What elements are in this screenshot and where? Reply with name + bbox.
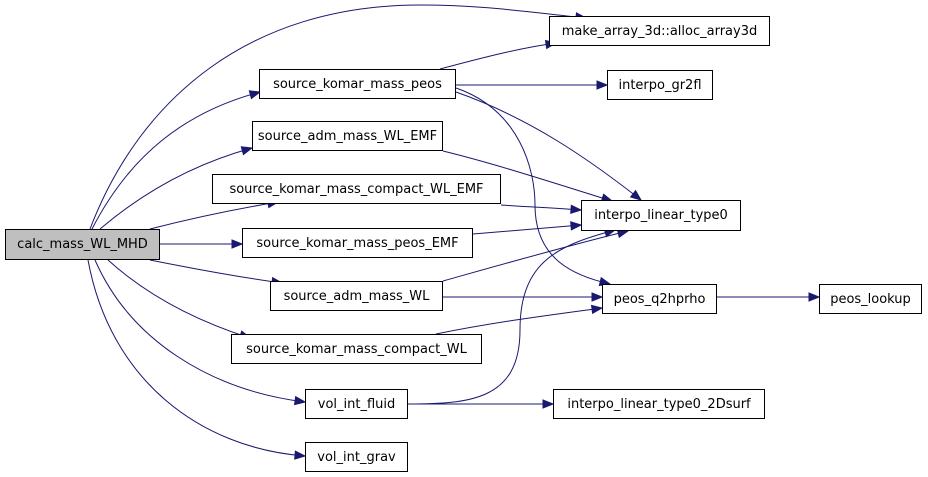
node-source-adm-mass-wl[interactable]: source_adm_mass_WL	[270, 281, 443, 311]
edge-source-komar-mass-peos-emf-to-interpo-linear-type0	[472, 221, 583, 235]
node-interpo-linear-type0-2dsurf[interactable]: interpo_linear_type0_2Dsurf	[553, 389, 765, 419]
node-peos-q2hprho[interactable]: peos_q2hprho	[602, 284, 717, 314]
edge-source-komar-mass-peos-to-interpo-gr2fl	[456, 80, 609, 90]
node-source-komar-mass-compact-wl[interactable]: source_komar_mass_compact_WL	[231, 334, 482, 364]
edge-source-komar-mass-compact-wl-to-peos-q2hprho	[435, 304, 604, 335]
edge-calc-mass-wl-mhd-to-source-adm-mass-wl-emf	[99, 146, 254, 230]
node-interpo-gr2fl[interactable]: interpo_gr2fl	[607, 70, 713, 100]
arrowhead	[542, 399, 555, 409]
edge-peos-q2hprho-to-peos-lookup	[717, 292, 821, 302]
node-source-komar-mass-peos-emf[interactable]: source_komar_mass_peos_EMF	[242, 228, 473, 258]
arrowhead	[808, 292, 821, 302]
node-source-adm-mass-wl-emf[interactable]: source_adm_mass_WL_EMF	[252, 121, 443, 151]
node-vol-int-grav[interactable]: vol_int_grav	[305, 442, 408, 472]
node-make-array-3d-alloc-array3d[interactable]: make_array_3d::alloc_array3d	[549, 16, 770, 46]
edge-calc-mass-wl-mhd-to-source-komar-mass-peos	[91, 90, 262, 230]
edge-source-adm-mass-wl-emf-to-interpo-linear-type0	[442, 150, 614, 203]
arrowhead	[231, 239, 244, 249]
edge-source-komar-mass-peos-to-interpo-linear-type0	[455, 91, 643, 201]
arrowhead	[629, 189, 643, 201]
arrowhead	[240, 146, 254, 156]
edge-source-adm-mass-wl-to-peos-q2hprho	[443, 292, 604, 302]
node-peos-lookup[interactable]: peos_lookup	[819, 284, 922, 314]
edge-calc-mass-wl-mhd-to-source-adm-mass-wl	[149, 259, 284, 287]
arrowhead	[590, 304, 604, 315]
arrowhead	[570, 204, 583, 214]
node-source-komar-mass-peos[interactable]: source_komar_mass_peos	[259, 69, 456, 99]
edge-vol-int-fluid-to-interpo-linear-type0-2dsurf	[408, 399, 555, 409]
edge-calc-mass-wl-mhd-to-vol-int-grav	[87, 259, 307, 460]
arrowhead	[248, 90, 262, 100]
node-interpo-linear-type0[interactable]: interpo_linear_type0	[581, 200, 741, 231]
edge-source-komar-mass-compact-wl-emf-to-interpo-linear-type0	[500, 204, 583, 214]
arrowhead	[596, 80, 609, 90]
arrowhead	[570, 221, 583, 231]
edge-calc-mass-wl-mhd-to-source-komar-mass-compact-wl-emf	[149, 199, 280, 230]
edge-source-komar-mass-peos-to-make-array-3d-alloc-array3d	[439, 39, 558, 70]
edge-calc-mass-wl-mhd-to-vol-int-fluid	[94, 259, 307, 406]
node-vol-int-fluid[interactable]: vol_int_fluid	[305, 389, 408, 419]
arrowhead	[293, 395, 307, 406]
edge-calc-mass-wl-mhd-to-source-komar-mass-compact-wl	[107, 259, 252, 340]
node-source-komar-mass-compact-wl-emf[interactable]: source_komar_mass_compact_WL_EMF	[212, 174, 501, 204]
arrowhead	[591, 292, 604, 302]
edge-calc-mass-wl-mhd-to-source-komar-mass-peos-emf	[160, 239, 244, 249]
node-calc-mass-wl-mhd: calc_mass_WL_MHD	[5, 229, 160, 260]
arrowhead	[294, 450, 307, 460]
